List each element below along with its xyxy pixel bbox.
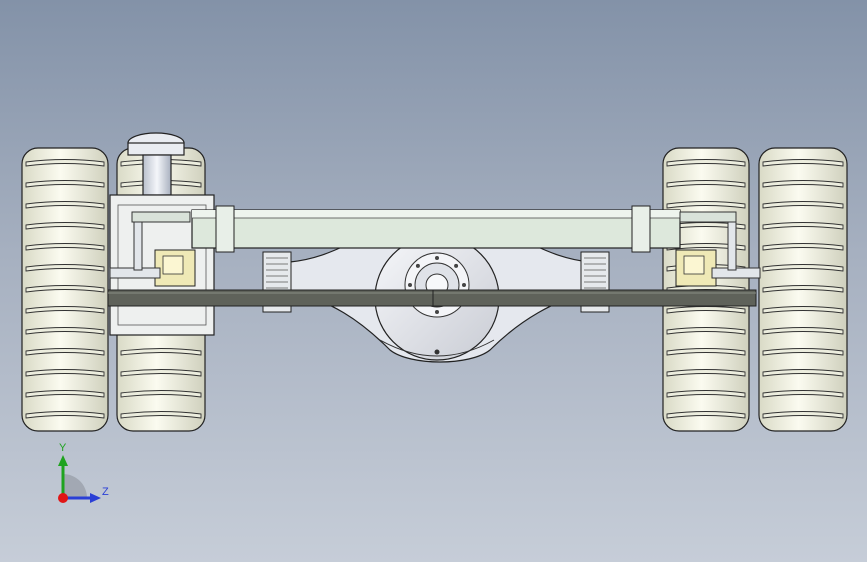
hub-bolt (435, 310, 439, 314)
triad-axes (58, 455, 101, 503)
tire-tread (666, 411, 746, 419)
tire-tread (666, 201, 746, 209)
hub-bolt (454, 263, 459, 268)
wheel-left-outer[interactable] (21, 147, 109, 432)
tire-tread (120, 411, 202, 419)
suspension-bracket-right[interactable] (675, 221, 761, 287)
tire-tread (762, 285, 844, 293)
tire-tread (762, 159, 844, 167)
tire-tread (762, 411, 844, 419)
tire-tread (120, 348, 202, 356)
tire-tread (762, 222, 844, 230)
tire-tread (762, 390, 844, 398)
suspension-bracket-left[interactable] (109, 221, 196, 287)
triad-origin-x-icon (58, 493, 68, 503)
z-axis-label: Z (102, 486, 109, 498)
tire-tread (762, 327, 844, 335)
tire-tread (666, 243, 746, 251)
tire-tread (25, 243, 105, 251)
hub-bolt (408, 283, 412, 287)
y-axis-label: Y (59, 442, 67, 454)
tire-tread (25, 159, 105, 167)
tire-tread (25, 411, 105, 419)
tire-tread (762, 243, 844, 251)
tire-tread (25, 327, 105, 335)
wheel-right-outer[interactable] (758, 147, 848, 432)
coordinate-triad: Y Z (48, 440, 118, 512)
tire-tread (666, 159, 746, 167)
tire-tread (25, 180, 105, 188)
hub-bolt (415, 263, 420, 268)
tire-tread (666, 348, 746, 356)
tire-tread (25, 348, 105, 356)
tire-tread (25, 369, 105, 377)
tire-tread (666, 369, 746, 377)
tire-tread (666, 222, 746, 230)
tire-tread (666, 180, 746, 188)
triad-plane-shade (63, 474, 87, 498)
tire-tread (762, 306, 844, 314)
tire-tread (120, 369, 202, 377)
tire-tread (666, 327, 746, 335)
hub-bolt (435, 256, 439, 260)
tire-tread (762, 369, 844, 377)
upper-frame-beam[interactable] (131, 205, 737, 253)
tire-tread (25, 264, 105, 272)
tire-tread (25, 390, 105, 398)
lower-axle-bar[interactable] (107, 289, 757, 307)
y-axis-arrowhead (58, 455, 68, 466)
hub-bolt (462, 283, 466, 287)
tire-tread (25, 201, 105, 209)
tire-tread (25, 285, 105, 293)
tire-tread (666, 390, 746, 398)
tire-tread (762, 264, 844, 272)
tire-tread (120, 390, 202, 398)
tire-tread (762, 348, 844, 356)
tire-tread (762, 180, 844, 188)
tire-tread (666, 306, 746, 314)
tire-tread (25, 306, 105, 314)
z-axis-arrowhead (90, 493, 101, 503)
tire-tread (762, 201, 844, 209)
tire-tread (25, 222, 105, 230)
